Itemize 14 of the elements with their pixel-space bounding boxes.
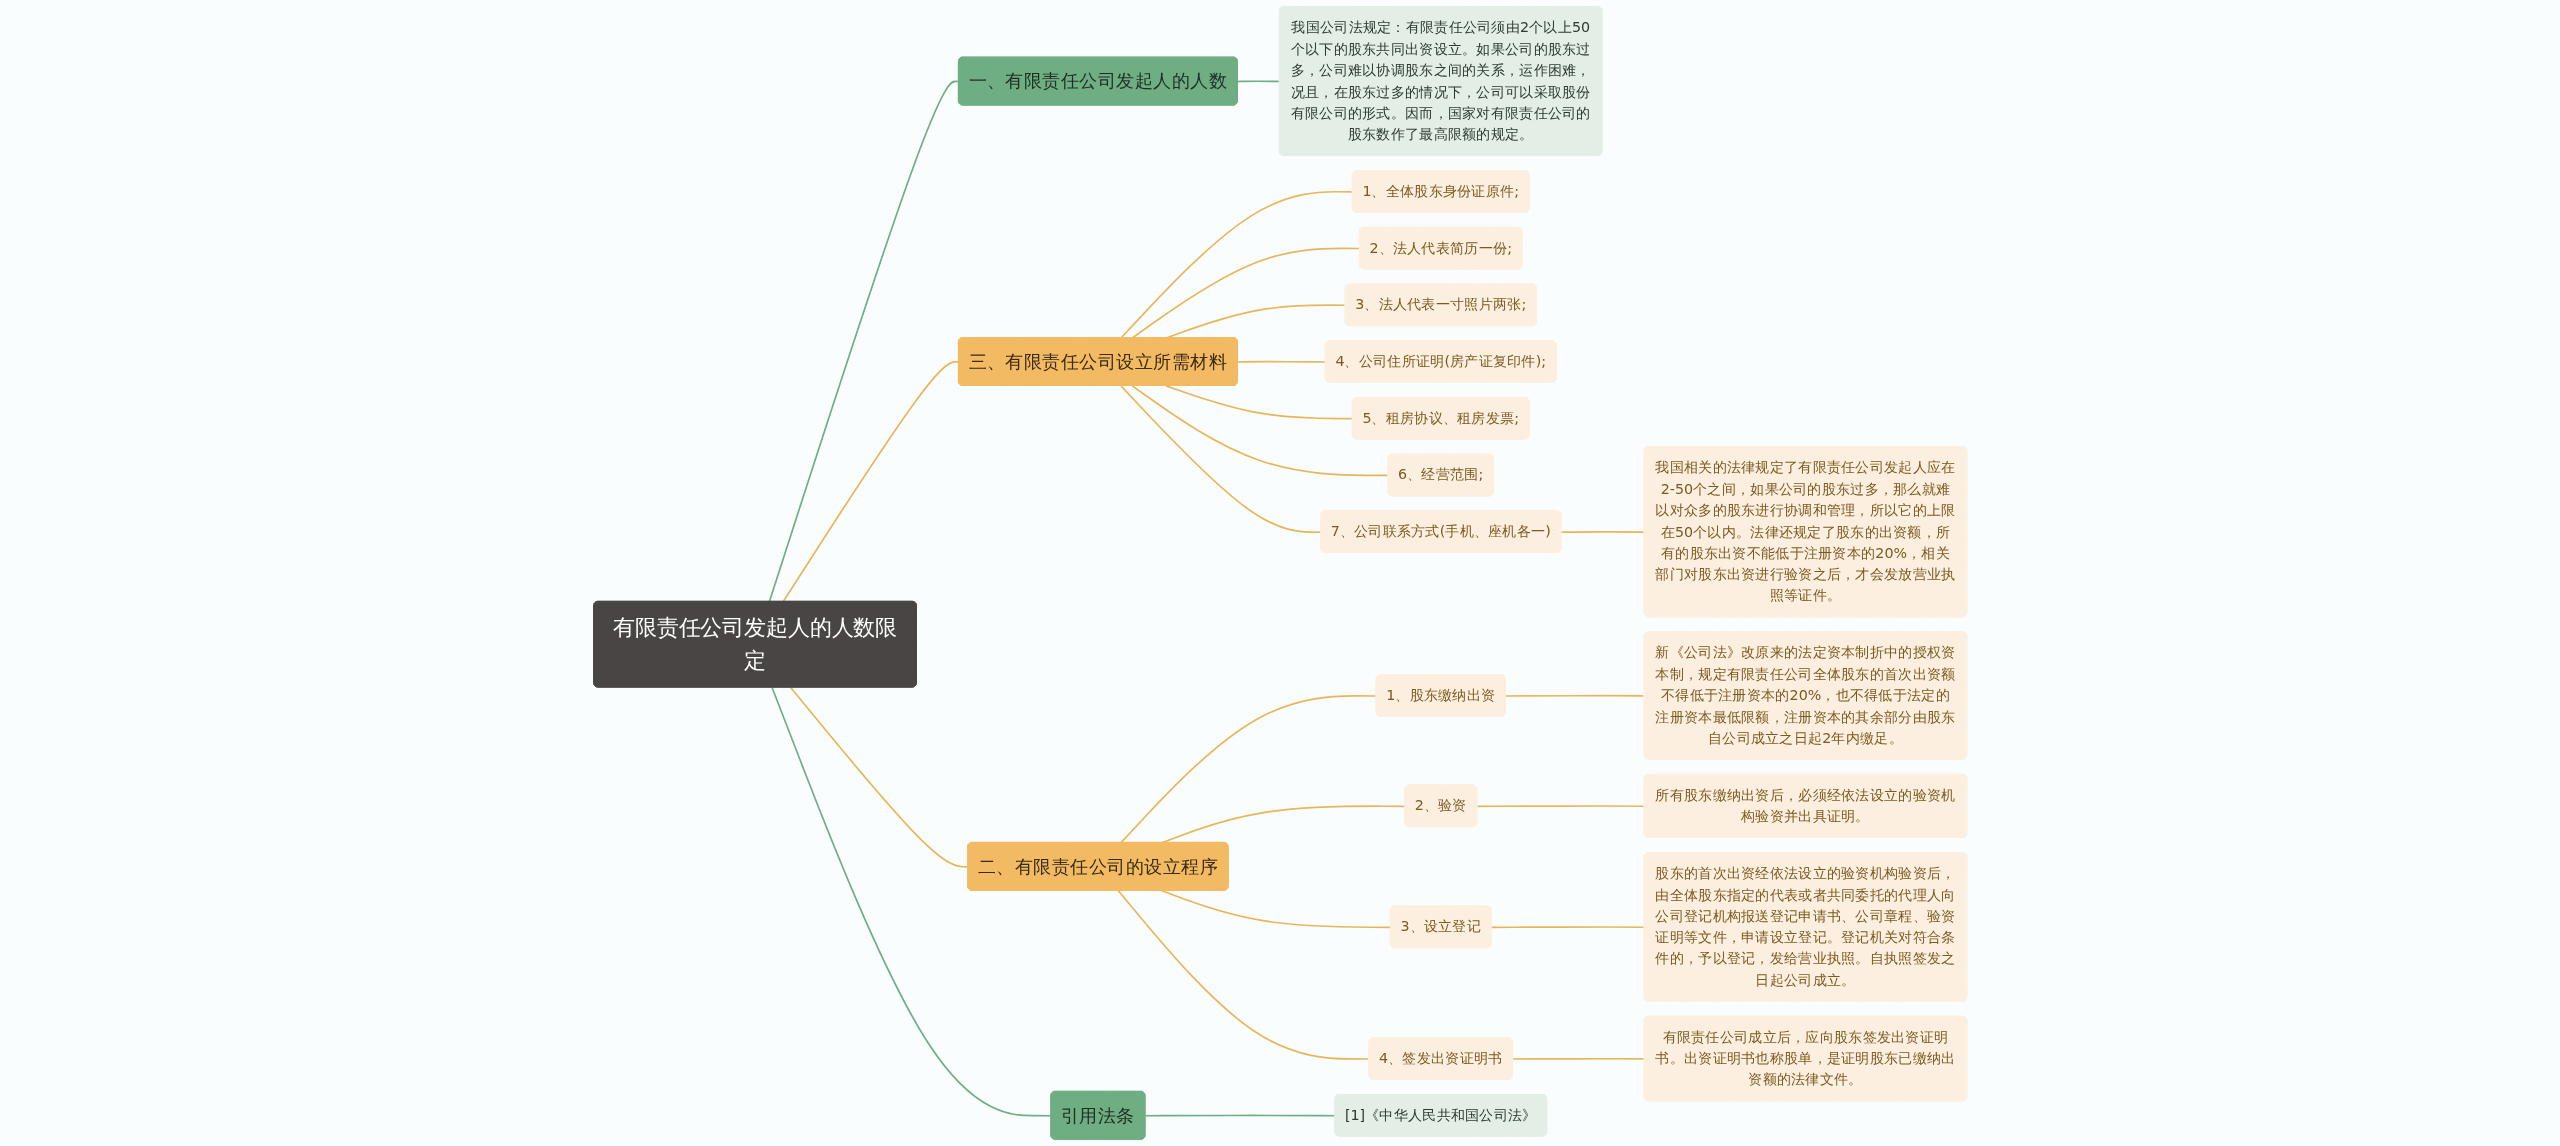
connector (1144, 1114, 1336, 1117)
connector (782, 361, 960, 603)
connector (1131, 247, 1361, 339)
connector (1119, 385, 1322, 533)
connector (1117, 889, 1370, 1060)
connector (1165, 385, 1354, 420)
connector (1160, 889, 1392, 929)
connector (1236, 80, 1281, 83)
connector (770, 686, 1052, 1117)
connector (1131, 385, 1389, 477)
connector (1236, 360, 1327, 363)
connector (768, 80, 960, 603)
connector (789, 686, 969, 868)
connector (1119, 190, 1354, 339)
